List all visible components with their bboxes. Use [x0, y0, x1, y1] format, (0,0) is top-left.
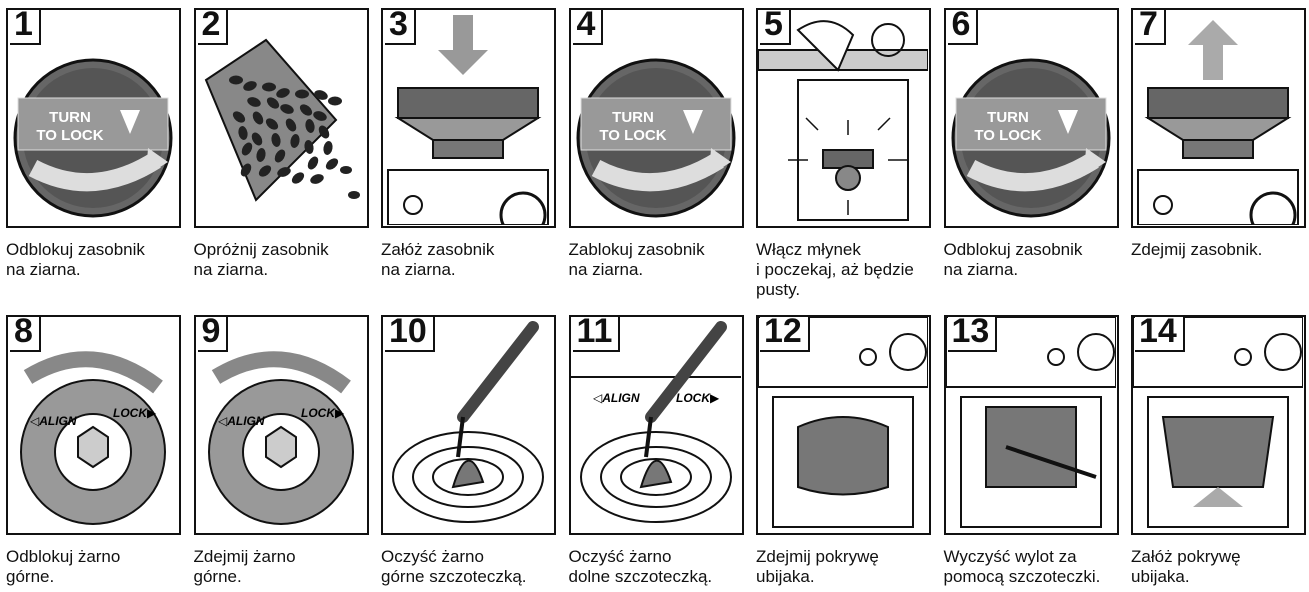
- align-label: ◁ALIGN: [592, 391, 640, 405]
- grinder-icon: [758, 20, 928, 221]
- burr-icon: ◁ALIGN LOCK▶: [20, 351, 166, 525]
- step-caption: Załóż pokrywę ubijaka.: [1131, 547, 1241, 586]
- hopper-dial-icon: TURN TO LOCK: [951, 58, 1110, 218]
- align-label: ◁ALIGN: [29, 414, 77, 428]
- step-caption: Zdejmij zasobnik.: [1131, 240, 1263, 259]
- burr-icon: ◁ALIGN LOCK▶: [207, 351, 354, 525]
- step-illustration: 10: [381, 315, 556, 535]
- step-illustration: 3: [381, 8, 556, 228]
- step-illustration: 14: [1131, 315, 1306, 535]
- hopper-icon: [387, 15, 549, 225]
- step-number: 4: [572, 10, 604, 45]
- step-illustration: TURN TO LOCK 6: [943, 8, 1119, 228]
- step-caption: Opróżnij zasobnik na ziarna.: [193, 240, 329, 279]
- step-caption: Odblokuj zasobnik na ziarna.: [6, 240, 145, 279]
- hopper-icon: [1137, 20, 1299, 225]
- step-illustration: 2: [193, 8, 369, 228]
- step-caption: Zdejmij żarno górne.: [193, 547, 296, 586]
- step-number: 2: [197, 10, 229, 45]
- dial-text: TO LOCK: [974, 127, 1041, 144]
- step-number: 10: [385, 317, 435, 352]
- brush-icon: [392, 321, 544, 523]
- dial-text: TURN: [49, 109, 91, 126]
- step-caption: Oczyść żarno górne szczoteczką.: [381, 547, 527, 586]
- step-illustration: 5: [756, 8, 931, 228]
- dial-text: TO LOCK: [599, 127, 666, 144]
- step-caption: Załóż zasobnik na ziarna.: [381, 240, 495, 279]
- step-illustration: ◁ALIGN LOCK▶ 9: [193, 315, 369, 535]
- step-number: 7: [1135, 10, 1166, 45]
- step-illustration: ◁ALIGN LOCK▶ 11: [568, 315, 744, 535]
- step-caption: Odblokuj zasobnik na ziarna.: [943, 240, 1083, 279]
- step-illustration: TURN TO LOCK 1: [6, 8, 181, 228]
- step-number: 12: [760, 317, 810, 352]
- step-number: 9: [197, 317, 229, 352]
- step-number: 8: [10, 317, 41, 352]
- hopper-dial-icon: TURN TO LOCK: [576, 58, 735, 218]
- coffee-beans-icon: [204, 38, 360, 202]
- step-number: 14: [1135, 317, 1185, 352]
- step-number: 13: [947, 317, 998, 352]
- step-caption: Oczyść żarno dolne szczoteczką.: [568, 547, 713, 586]
- step-number: 3: [385, 10, 416, 45]
- lock-label: LOCK▶: [301, 406, 345, 420]
- step-caption: Włącz młynek i poczekaj, aż będzie pusty…: [756, 240, 914, 299]
- step-illustration: TURN TO LOCK 4: [568, 8, 744, 228]
- step-caption: Wyczyść wylot za pomocą szczoteczki.: [943, 547, 1101, 586]
- dial-text: TO LOCK: [36, 127, 103, 144]
- step-number: 6: [947, 10, 979, 45]
- step-number: 11: [572, 317, 621, 352]
- step-number: 5: [760, 10, 791, 45]
- step-illustration: 13: [943, 315, 1119, 535]
- brush-icon: ◁ALIGN LOCK▶: [570, 321, 741, 523]
- align-label: ◁ALIGN: [217, 414, 265, 428]
- hopper-dial-icon: TURN TO LOCK: [13, 58, 173, 218]
- tamper-cover-icon: [1133, 317, 1303, 528]
- step-illustration: 7: [1131, 8, 1306, 228]
- step-illustration: 12: [756, 315, 931, 535]
- step-illustration: ◁ALIGN LOCK▶ 8: [6, 315, 181, 535]
- step-caption: Zdejmij pokrywę ubijaka.: [756, 547, 879, 586]
- lock-label: LOCK▶: [113, 406, 157, 420]
- step-number: 1: [10, 10, 41, 45]
- lock-label: LOCK▶: [676, 391, 720, 405]
- dial-text: TURN: [987, 109, 1029, 126]
- step-caption: Odblokuj żarno górne.: [6, 547, 121, 586]
- dial-text: TURN: [612, 109, 654, 126]
- step-caption: Zablokuj zasobnik na ziarna.: [568, 240, 705, 279]
